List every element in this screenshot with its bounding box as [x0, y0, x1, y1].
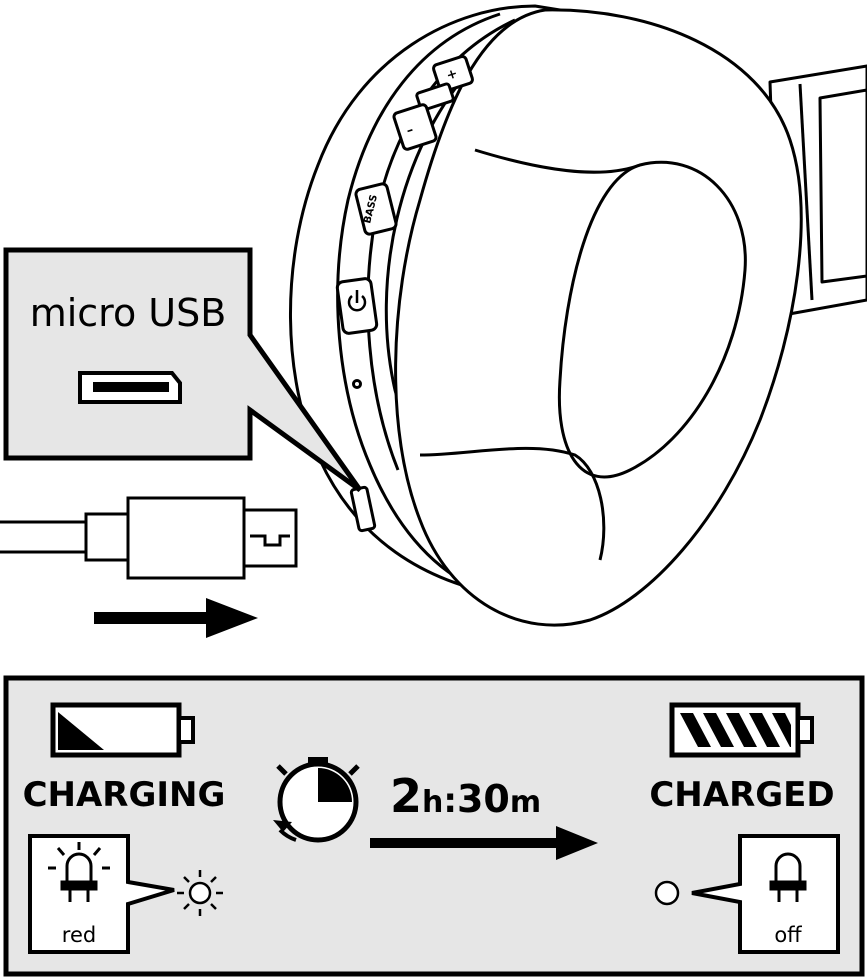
- duration-hours: 2: [390, 769, 422, 823]
- usb-cable: [0, 496, 298, 580]
- micro-usb-port-slot: [93, 382, 169, 392]
- led-red-label: red: [62, 923, 96, 947]
- duration-hours-unit: h: [422, 785, 443, 820]
- led-lit-indicator: [177, 870, 223, 916]
- earcup-band: [336, 12, 501, 587]
- cushion-fold-top: [474, 148, 641, 174]
- usb-plug-body: [126, 496, 246, 580]
- duration-text: 2h:30m: [390, 769, 541, 823]
- led-off-icon: [769, 852, 807, 902]
- power-button: [335, 277, 379, 335]
- cushion-fold: [419, 446, 606, 561]
- duration-arrow: [370, 826, 598, 860]
- volume-up-button: [432, 54, 474, 94]
- usb-plug-tip: [242, 508, 298, 568]
- cable-strain-relief: [84, 512, 130, 562]
- power-icon: [347, 290, 367, 312]
- volume-plus-label: +: [445, 66, 460, 84]
- usb-plug-notch: [250, 534, 290, 547]
- mic-hole: [352, 379, 362, 389]
- duration-separator: :: [443, 781, 457, 821]
- charged-label: CHARGED: [649, 775, 834, 815]
- headphone-drawing: [289, 4, 867, 627]
- battery-full-icon: [669, 702, 814, 758]
- duration-minutes-unit: m: [510, 785, 541, 820]
- insert-arrow: [94, 598, 258, 638]
- stopwatch-icon: [273, 757, 360, 843]
- volume-minus-label: –: [405, 123, 416, 139]
- callout-box: [3, 247, 363, 493]
- volume-down-button: [392, 103, 438, 151]
- charging-label: CHARGING: [23, 775, 226, 815]
- headband-inner-slot: [818, 88, 867, 284]
- battery-low-icon: [50, 702, 195, 758]
- micro-usb-callout: micro USB: [3, 247, 363, 493]
- led-unlit-indicator: [654, 880, 680, 906]
- led-glowing-icon: [48, 842, 110, 902]
- led-off-callout: off: [654, 834, 840, 954]
- bass-button: [354, 182, 398, 236]
- led-red-callout: red: [28, 834, 223, 954]
- led-off-label: off: [774, 923, 802, 947]
- headband-edge: [798, 83, 814, 301]
- volume-mid-button: [415, 82, 455, 112]
- micro-usb-label: micro USB: [30, 291, 227, 335]
- duration-minutes: 30: [457, 777, 510, 821]
- cushion-opening: [557, 160, 747, 479]
